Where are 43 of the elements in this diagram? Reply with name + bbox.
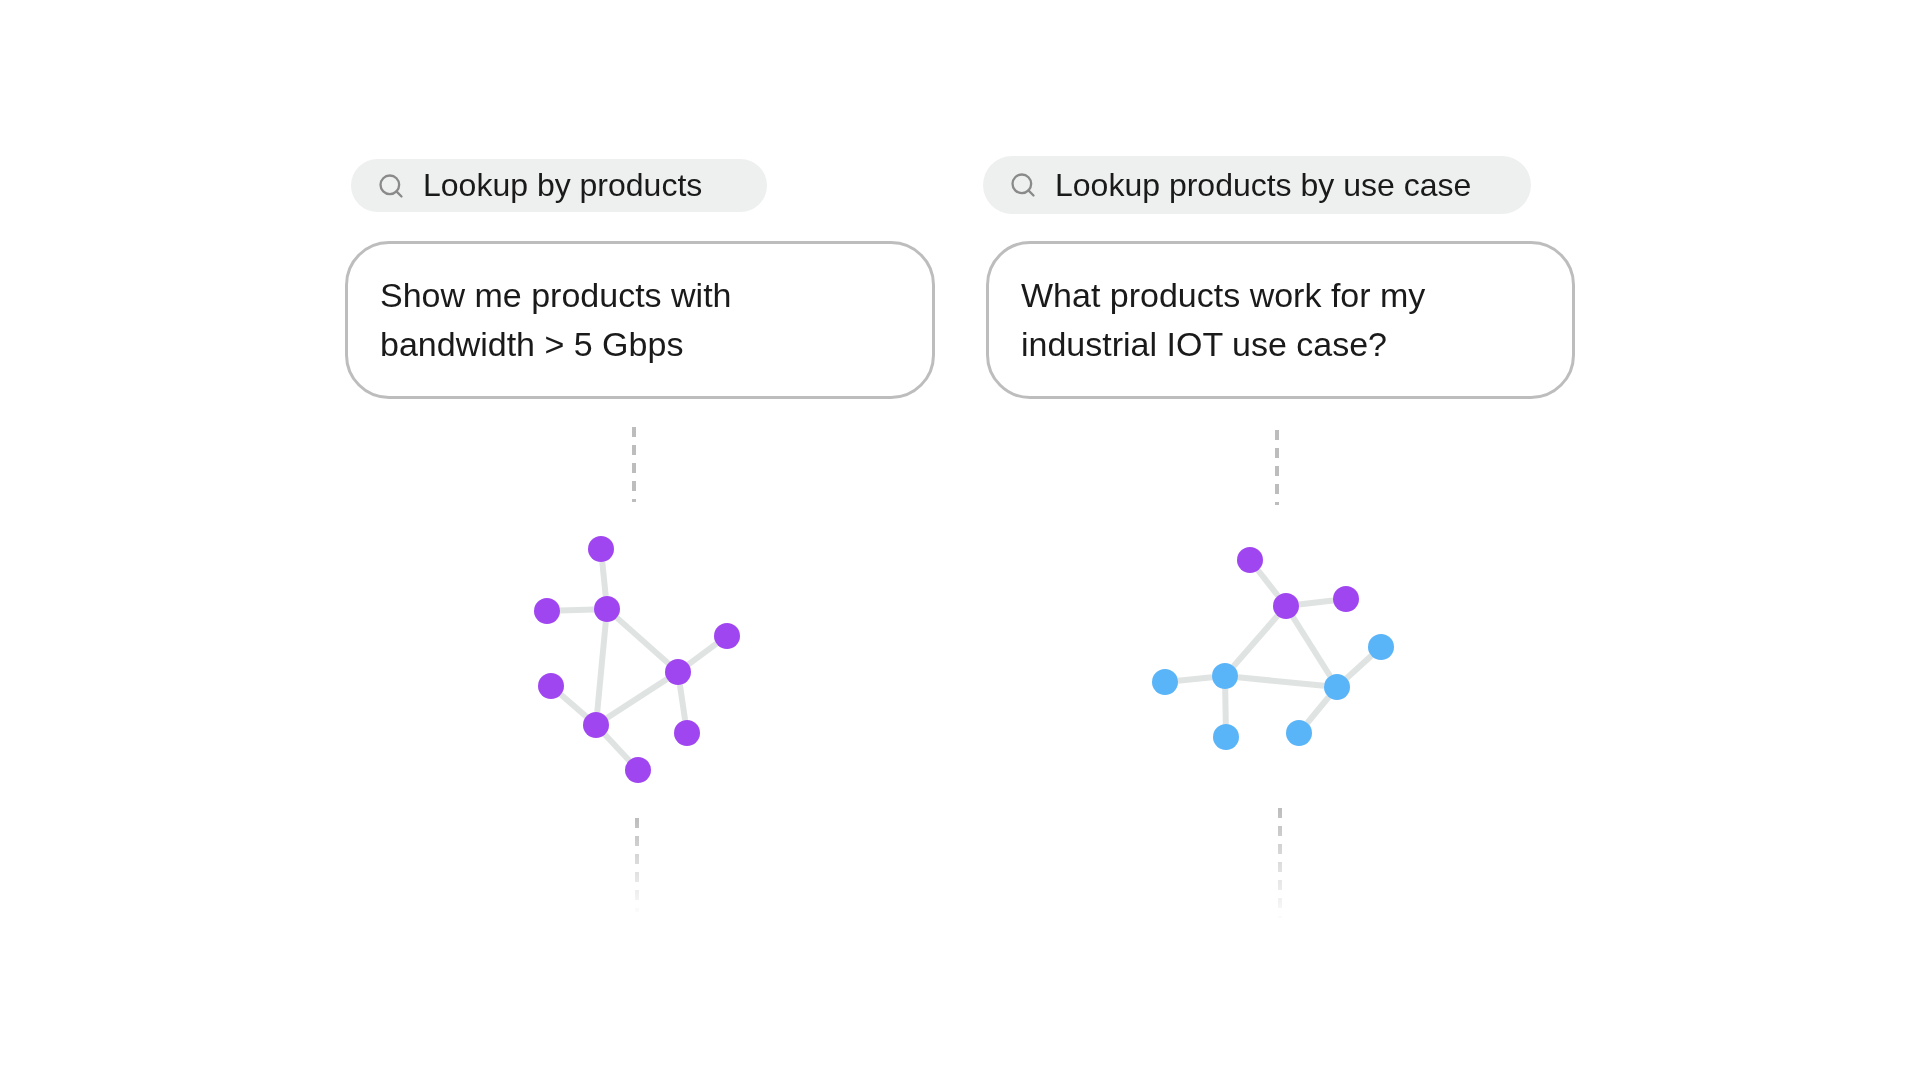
graph-edge-line [599,561,609,597]
graph-node-dot [1212,663,1238,689]
graph-node-dot [1213,724,1239,750]
graph-edge-line [1231,613,1280,669]
graph-node-dot [1286,720,1312,746]
graph-edge-line [676,684,689,721]
graph-node-dot [1368,634,1394,660]
graph-edge-line [1304,695,1332,725]
graph-edge-line [1298,597,1334,608]
graph-node-dot [674,720,700,746]
graph-edge-line [1255,568,1281,598]
graph-node-dot [1324,674,1350,700]
graph-node-dot [625,757,651,783]
graph-edge-line [614,615,671,666]
graph-edge-line [605,676,669,721]
graph-node-dot [538,673,564,699]
graph-node-dot [534,598,560,624]
query-box [986,241,1575,399]
graph-edge-line [1237,674,1325,689]
graph-node-dot [588,536,614,562]
graph-edge-line [1344,653,1374,681]
search-query-text: Lookup by products [423,167,703,204]
query-text: What products work for my industrial IOT use case? [1021,274,1427,365]
graph-node-dot [665,659,691,685]
graph-edge-line [1177,674,1213,684]
graph-edge-line [559,606,595,614]
search-pill [351,159,767,212]
graph-node-dot [583,712,609,738]
graph-edge-line [558,692,589,719]
graph-node-dot [1152,669,1178,695]
query-box [345,241,935,399]
graph-node-dot [1237,547,1263,573]
graph-node-dot [1273,593,1299,619]
graph-edge-line [686,641,719,667]
graph-node-dot [594,596,620,622]
graph-edge-line [1290,615,1333,678]
graph-edge-line [594,621,609,713]
query-text: Show me products with bandwidth > 5 Gbps [380,274,733,365]
graph-node-dot [1333,586,1359,612]
search-query-text: Lookup products by use case [1055,166,1472,204]
graph-node-dot [714,623,740,649]
graph-edge-line [602,732,632,763]
graph-edge-line [1222,688,1229,725]
